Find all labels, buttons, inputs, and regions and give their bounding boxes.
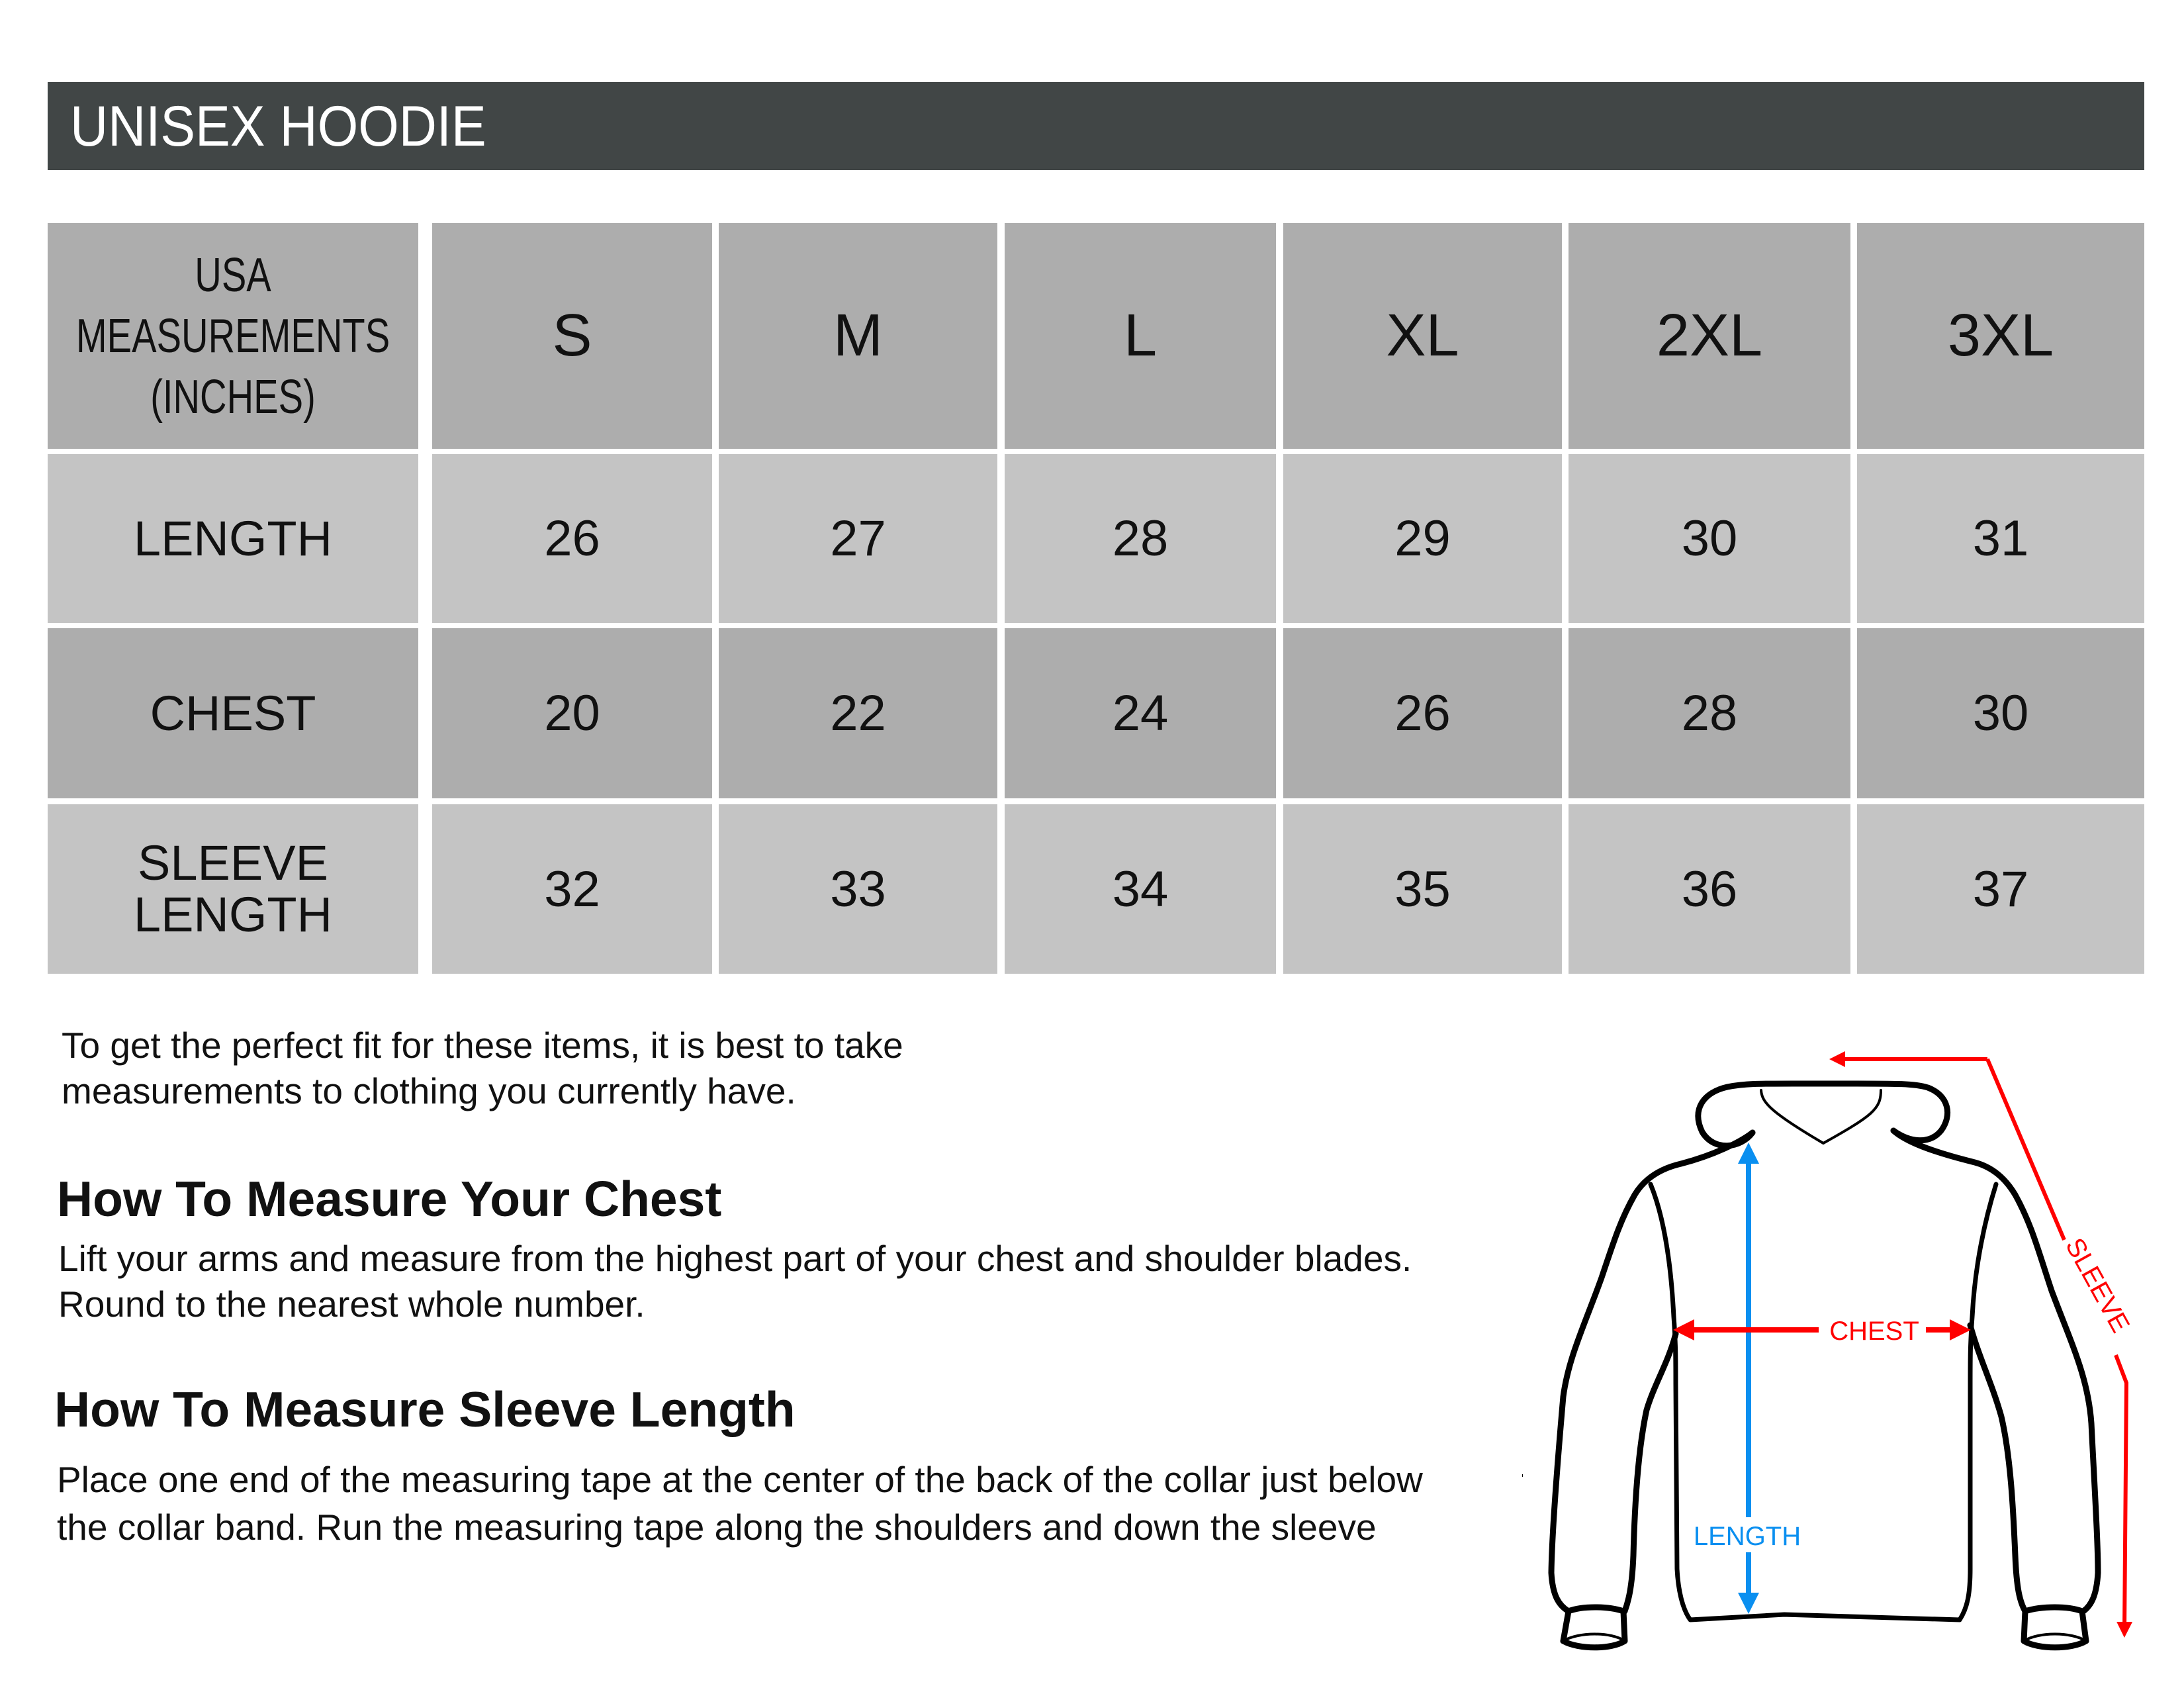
page-title: UNISEX HOODIE: [70, 95, 486, 158]
cell-value: 27: [830, 510, 886, 567]
size-label: XL: [1386, 303, 1459, 369]
row-label: CHEST: [48, 628, 418, 798]
cell-value: 36: [1681, 861, 1738, 917]
sleeve-arrow: [1829, 1051, 2133, 1638]
size-label: M: [833, 303, 883, 369]
section-text: Round to the nearest whole number.: [58, 1284, 645, 1325]
cell-value: 31: [1972, 510, 2029, 567]
table-cell: 34: [1005, 804, 1276, 974]
table-cell: 33: [719, 804, 997, 974]
cell-value: 35: [1394, 861, 1451, 917]
table-cell: 36: [1569, 804, 1850, 974]
table-cell: 35: [1283, 804, 1562, 974]
cell-value: 33: [830, 861, 886, 917]
size-header-s: S: [432, 223, 712, 449]
cell-value: 28: [1112, 510, 1169, 567]
section-heading-sleeve: How To Measure Sleeve Length: [54, 1382, 796, 1437]
cell-value: 22: [830, 685, 886, 741]
cell-value: 30: [1972, 685, 2029, 741]
size-label: L: [1123, 303, 1158, 369]
header-label-line: USA: [195, 248, 271, 302]
table-cell: 22: [719, 628, 997, 798]
table-cell: 32: [432, 804, 712, 974]
row-label: LENGTH: [48, 454, 418, 623]
size-header-xl: XL: [1283, 223, 1562, 449]
stray-dot: [1522, 1474, 1523, 1477]
size-header-2xl: 2XL: [1569, 223, 1850, 449]
header-label-line: MEASUREMENTS: [75, 309, 390, 363]
size-label: 3XL: [1947, 303, 2054, 369]
cell-value: 29: [1394, 510, 1451, 567]
intro-line: measurements to clothing you currently h…: [62, 1070, 796, 1111]
length-label: LENGTH: [1694, 1522, 1801, 1551]
section-heading-chest: How To Measure Your Chest: [57, 1171, 722, 1227]
cell-value: 30: [1681, 510, 1738, 567]
cell-value: 28: [1681, 685, 1738, 741]
cell-value: 37: [1972, 861, 2029, 917]
size-label: 2XL: [1656, 303, 1763, 369]
table-cell: 30: [1569, 454, 1850, 623]
size-header-3xl: 3XL: [1857, 223, 2144, 449]
section-text: Lift your arms and measure from the high…: [58, 1238, 1412, 1279]
section-text: the collar band. Run the measuring tape …: [57, 1507, 1377, 1548]
row-label-line: SLEEVE: [138, 835, 328, 890]
cell-value: 32: [544, 861, 600, 917]
hoodie-outline: [1548, 1080, 2101, 1651]
table-cell: 30: [1857, 628, 2144, 798]
table-cell: 26: [432, 454, 712, 623]
size-header-l: L: [1005, 223, 1276, 449]
table-cell: 37: [1857, 804, 2144, 974]
table-cell: 29: [1283, 454, 1562, 623]
table-cell: 28: [1005, 454, 1276, 623]
size-label: S: [552, 303, 592, 369]
table-cell: 20: [432, 628, 712, 798]
cell-value: 34: [1112, 861, 1169, 917]
hoodie-diagram: LENGTH CHEST SLEEVE: [1522, 1051, 2135, 1651]
chest-label: CHEST: [1829, 1317, 1919, 1346]
cell-value: 26: [544, 510, 600, 567]
size-header-m: M: [719, 223, 997, 449]
cell-value: 26: [1394, 685, 1451, 741]
cell-value: 20: [544, 685, 600, 741]
row-label-line: CHEST: [150, 685, 316, 741]
header-label-line: (INCHES): [150, 370, 316, 424]
cell-value: 24: [1112, 685, 1169, 741]
sleeve-label: SLEEVE: [2060, 1233, 2135, 1337]
row-label-line: LENGTH: [133, 887, 333, 942]
table-cell: 31: [1857, 454, 2144, 623]
row-label-line: LENGTH: [133, 510, 333, 566]
table-cell: 28: [1569, 628, 1850, 798]
intro-line: To get the perfect fit for these items, …: [62, 1025, 903, 1066]
table-header-label: USA MEASUREMENTS (INCHES): [48, 223, 418, 449]
section-text: Place one end of the measuring tape at t…: [57, 1459, 1423, 1500]
title-bar: UNISEX HOODIE: [48, 82, 2144, 170]
table-cell: 26: [1283, 628, 1562, 798]
table-cell: 24: [1005, 628, 1276, 798]
table-cell: 27: [719, 454, 997, 623]
